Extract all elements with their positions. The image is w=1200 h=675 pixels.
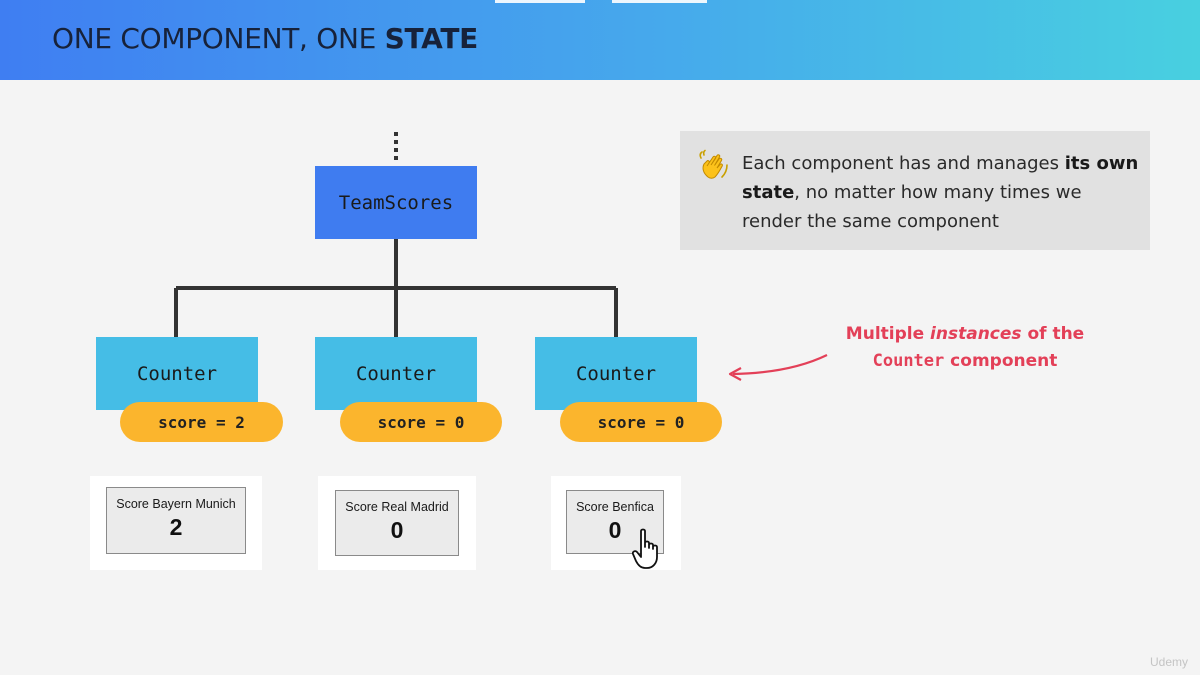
counter-label: Counter (136, 362, 218, 385)
annotation-arrow (732, 354, 828, 376)
counter-component-box-2: Counter (315, 337, 477, 410)
header-tab-marker (612, 0, 707, 3)
score-value: 2 (169, 514, 183, 540)
annotation-arrow-head (728, 367, 742, 381)
note-text-emphasis: its own state (742, 153, 1139, 203)
udemy-watermark: Udemy (1149, 655, 1188, 669)
state-pill-3: score = 0 (560, 402, 722, 442)
annotation-italic: instances (930, 324, 1022, 344)
hand-pointer-cursor-icon (632, 528, 658, 569)
state-value: score = 0 (597, 412, 685, 432)
state-value: score = 2 (158, 412, 245, 432)
counter-component-box-3: Counter (535, 337, 697, 410)
score-button-real-madrid[interactable]: Score Real Madrid 0 (335, 490, 459, 556)
teamscores-component-box: TeamScores (315, 166, 477, 239)
annotation-code: Counter (872, 351, 945, 371)
instances-annotation: Multiple instances of the Counter compon… (820, 321, 1110, 375)
score-caption: Score Real Madrid (345, 500, 449, 514)
note-text: Each component has and manages its own s… (742, 149, 1142, 236)
annotation-text: component (944, 351, 1058, 371)
note-text-part: , no matter how many times we render the… (742, 182, 1082, 232)
note-text-part: Each component has and manages (742, 153, 1065, 174)
explanation-note: Each component has and manages its own s… (680, 131, 1150, 250)
slide-title: ONE COMPONENT, ONE STATE (52, 22, 478, 55)
score-value: 0 (608, 517, 622, 543)
teamscores-label: TeamScores (338, 191, 454, 214)
header-tab-marker (495, 0, 585, 3)
state-pill-2: score = 0 (340, 402, 502, 442)
ui-preview-card-1: Score Bayern Munich 2 (90, 476, 262, 570)
score-caption: Score Bayern Munich (116, 497, 236, 511)
counter-label: Counter (575, 362, 657, 385)
annotation-text: Multiple (845, 324, 931, 344)
tree-branch-lines (174, 238, 618, 338)
annotation-text: of the (1021, 324, 1085, 344)
state-value: score = 0 (377, 412, 465, 432)
score-button-bayern[interactable]: Score Bayern Munich 2 (106, 487, 246, 554)
score-caption: Score Benfica (576, 500, 654, 514)
title-emphasis: STATE (384, 22, 479, 55)
counter-label: Counter (355, 362, 437, 385)
score-value: 0 (390, 517, 404, 543)
counter-component-box-1: Counter (96, 337, 258, 410)
ui-preview-card-2: Score Real Madrid 0 (318, 476, 476, 570)
waving-hand-icon (699, 149, 728, 179)
slide-header: ONE COMPONENT, ONE STATE (0, 0, 1200, 80)
title-text: ONE COMPONENT, ONE (52, 22, 385, 55)
state-pill-1: score = 2 (120, 402, 283, 442)
